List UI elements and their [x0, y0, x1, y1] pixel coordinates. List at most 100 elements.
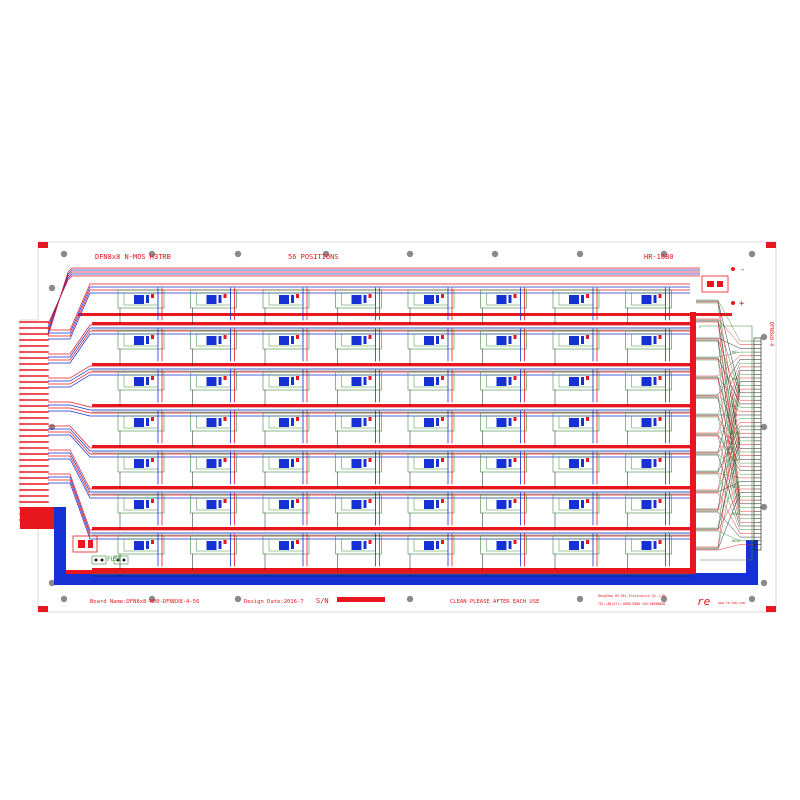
dut-pin	[436, 500, 439, 508]
connector-trace	[696, 473, 754, 530]
dut-pin	[658, 417, 662, 421]
dut-pin	[513, 499, 517, 503]
connector-trace	[696, 481, 754, 493]
dut-pad	[641, 295, 652, 304]
connector-pin-label: NO33	[732, 458, 740, 462]
connector-trace	[696, 511, 754, 538]
socket-outline	[407, 371, 455, 391]
dut-pin	[218, 541, 222, 549]
socket-outline	[335, 289, 382, 309]
dut-socket	[262, 410, 310, 448]
dut-socket	[407, 533, 455, 571]
dut-pin	[223, 376, 227, 380]
dut-pin	[441, 376, 444, 380]
dut-pin	[586, 417, 589, 421]
connector-trace	[696, 472, 754, 479]
dut-pad	[569, 500, 579, 509]
dut-pin	[146, 500, 149, 508]
socket-outline	[625, 453, 672, 473]
footer-serial-label: S/N	[316, 597, 329, 605]
footer-logo: re	[697, 595, 711, 608]
connector-name: DFN8x8-4	[768, 322, 774, 346]
dut-socket	[552, 410, 600, 448]
row-feed-trace	[48, 365, 690, 379]
power-socket-pin	[717, 281, 723, 287]
socket-outline	[552, 494, 600, 514]
dut-pad	[496, 418, 507, 427]
dut-pin	[658, 294, 662, 298]
connector-trace	[696, 377, 754, 460]
dut-socket	[335, 328, 382, 366]
dut-pin	[151, 376, 154, 380]
row-bus-red	[92, 404, 692, 407]
dut-pad	[496, 295, 507, 304]
dut-pin	[218, 459, 222, 467]
dut-pad	[351, 377, 362, 386]
dut-pad	[569, 336, 579, 345]
dut-pin	[653, 541, 657, 549]
dut-pad	[496, 459, 507, 468]
dut-pin	[653, 377, 657, 385]
dut-socket	[262, 451, 310, 489]
dut-pin	[441, 499, 444, 503]
dut-pin	[586, 458, 589, 462]
socket-outline	[117, 453, 165, 473]
dut-pin	[363, 541, 367, 549]
socket-outline	[625, 289, 672, 309]
socket-outline	[480, 535, 527, 555]
socket-outline	[625, 494, 672, 514]
dut-pin	[513, 335, 517, 339]
mount-hole	[491, 250, 499, 258]
dut-pin	[363, 336, 367, 344]
row-feed-trace	[48, 289, 690, 337]
connector-trace	[696, 355, 754, 377]
connector-trace	[696, 396, 754, 464]
mount-hole	[406, 250, 414, 258]
dut-pin	[291, 500, 294, 508]
connector-trace	[696, 358, 754, 456]
row-bus-red	[92, 527, 692, 530]
connector-trace	[696, 301, 754, 445]
dut-socket	[190, 492, 237, 530]
fuse-body	[113, 555, 129, 565]
socket-outline	[117, 371, 165, 391]
dut-socket	[335, 369, 382, 407]
socket-outline	[407, 412, 455, 432]
dut-pin	[151, 335, 154, 339]
dut-pin	[508, 336, 512, 344]
dut-pad	[424, 377, 434, 386]
dut-pin	[508, 459, 512, 467]
bus-traces	[47, 267, 758, 585]
mount-hole	[234, 595, 242, 603]
bottom-bus-blue	[54, 573, 758, 585]
socket-outline	[480, 494, 527, 514]
socket-outline	[335, 494, 382, 514]
dut-socket	[407, 328, 455, 366]
dut-pin	[436, 541, 439, 549]
dut-socket	[190, 533, 237, 571]
mount-holes	[48, 250, 768, 603]
dut-pad	[641, 459, 652, 468]
connector-trace	[696, 340, 754, 505]
row-feed-trace	[48, 455, 690, 496]
dut-pin	[151, 540, 154, 544]
dut-pin	[436, 295, 439, 303]
dut-pin	[508, 377, 512, 385]
dut-socket	[407, 410, 455, 448]
socket-outline	[335, 453, 382, 473]
connector-trace	[696, 436, 754, 530]
socket-outline	[335, 412, 382, 432]
socket-outline	[190, 453, 237, 473]
dut-pin	[151, 499, 154, 503]
dut-socket	[335, 533, 382, 571]
power-pad-positive	[731, 301, 735, 305]
dut-pin	[363, 377, 367, 385]
connector-trace	[696, 488, 754, 531]
socket-outline	[480, 453, 527, 473]
dut-socket	[190, 369, 237, 407]
power-socket	[701, 275, 729, 293]
dut-pad	[279, 295, 289, 304]
fuse-label: FUSE	[107, 556, 122, 563]
mount-hole	[234, 250, 242, 258]
socket-outline	[335, 330, 382, 350]
